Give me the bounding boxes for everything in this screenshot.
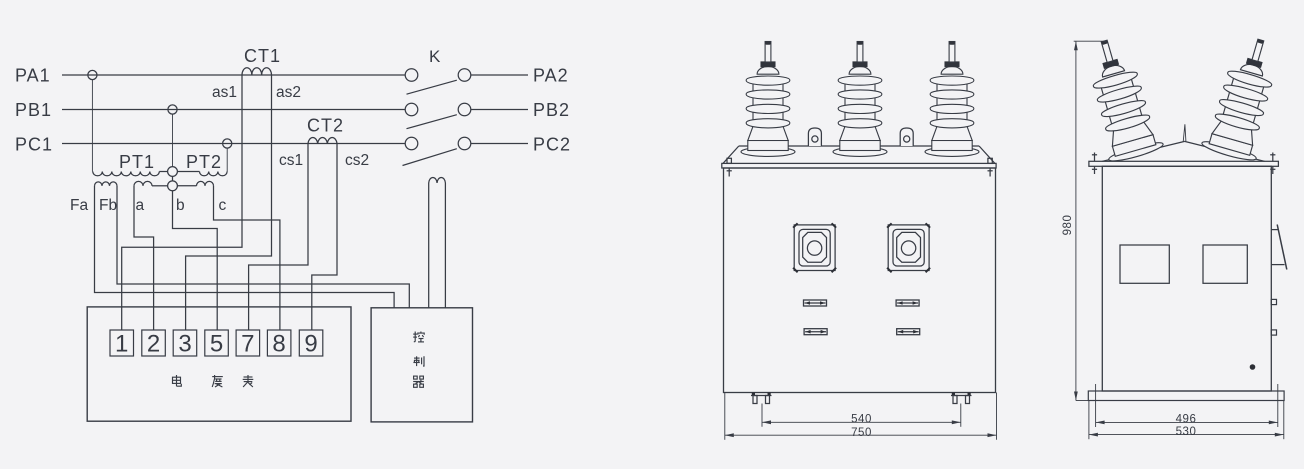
svg-text:9: 9	[304, 331, 317, 358]
svg-text:5: 5	[210, 331, 223, 358]
svg-text:750: 750	[851, 427, 872, 439]
svg-text:2: 2	[147, 331, 160, 358]
svg-text:PB1: PB1	[15, 100, 52, 120]
svg-text:PC1: PC1	[15, 135, 53, 155]
svg-text:as2: as2	[276, 84, 301, 101]
svg-text:b: b	[176, 197, 185, 214]
svg-text:CT2: CT2	[307, 116, 344, 136]
svg-text:1: 1	[115, 331, 128, 358]
svg-text:cs1: cs1	[279, 152, 303, 169]
svg-text:540: 540	[851, 413, 872, 425]
svg-text:496: 496	[1176, 414, 1197, 426]
svg-text:3: 3	[178, 331, 191, 358]
svg-text:7: 7	[241, 331, 254, 358]
svg-text:CT1: CT1	[244, 46, 281, 66]
svg-text:PA2: PA2	[533, 66, 569, 86]
svg-text:cs2: cs2	[345, 152, 369, 169]
svg-text:PC2: PC2	[533, 135, 571, 155]
svg-text:PA1: PA1	[15, 66, 51, 86]
svg-text:8: 8	[272, 331, 285, 358]
svg-text:PT1: PT1	[119, 152, 155, 172]
svg-text:c: c	[219, 197, 227, 214]
svg-text:530: 530	[1176, 426, 1197, 438]
svg-text:PT2: PT2	[186, 152, 222, 172]
svg-text:as1: as1	[212, 84, 237, 101]
svg-text:Fa: Fa	[70, 197, 88, 214]
svg-text:980: 980	[1062, 215, 1074, 236]
svg-text:PB2: PB2	[533, 100, 570, 120]
svg-text:Fb: Fb	[99, 197, 117, 214]
svg-text:a: a	[136, 197, 145, 214]
svg-text:K: K	[429, 47, 441, 66]
